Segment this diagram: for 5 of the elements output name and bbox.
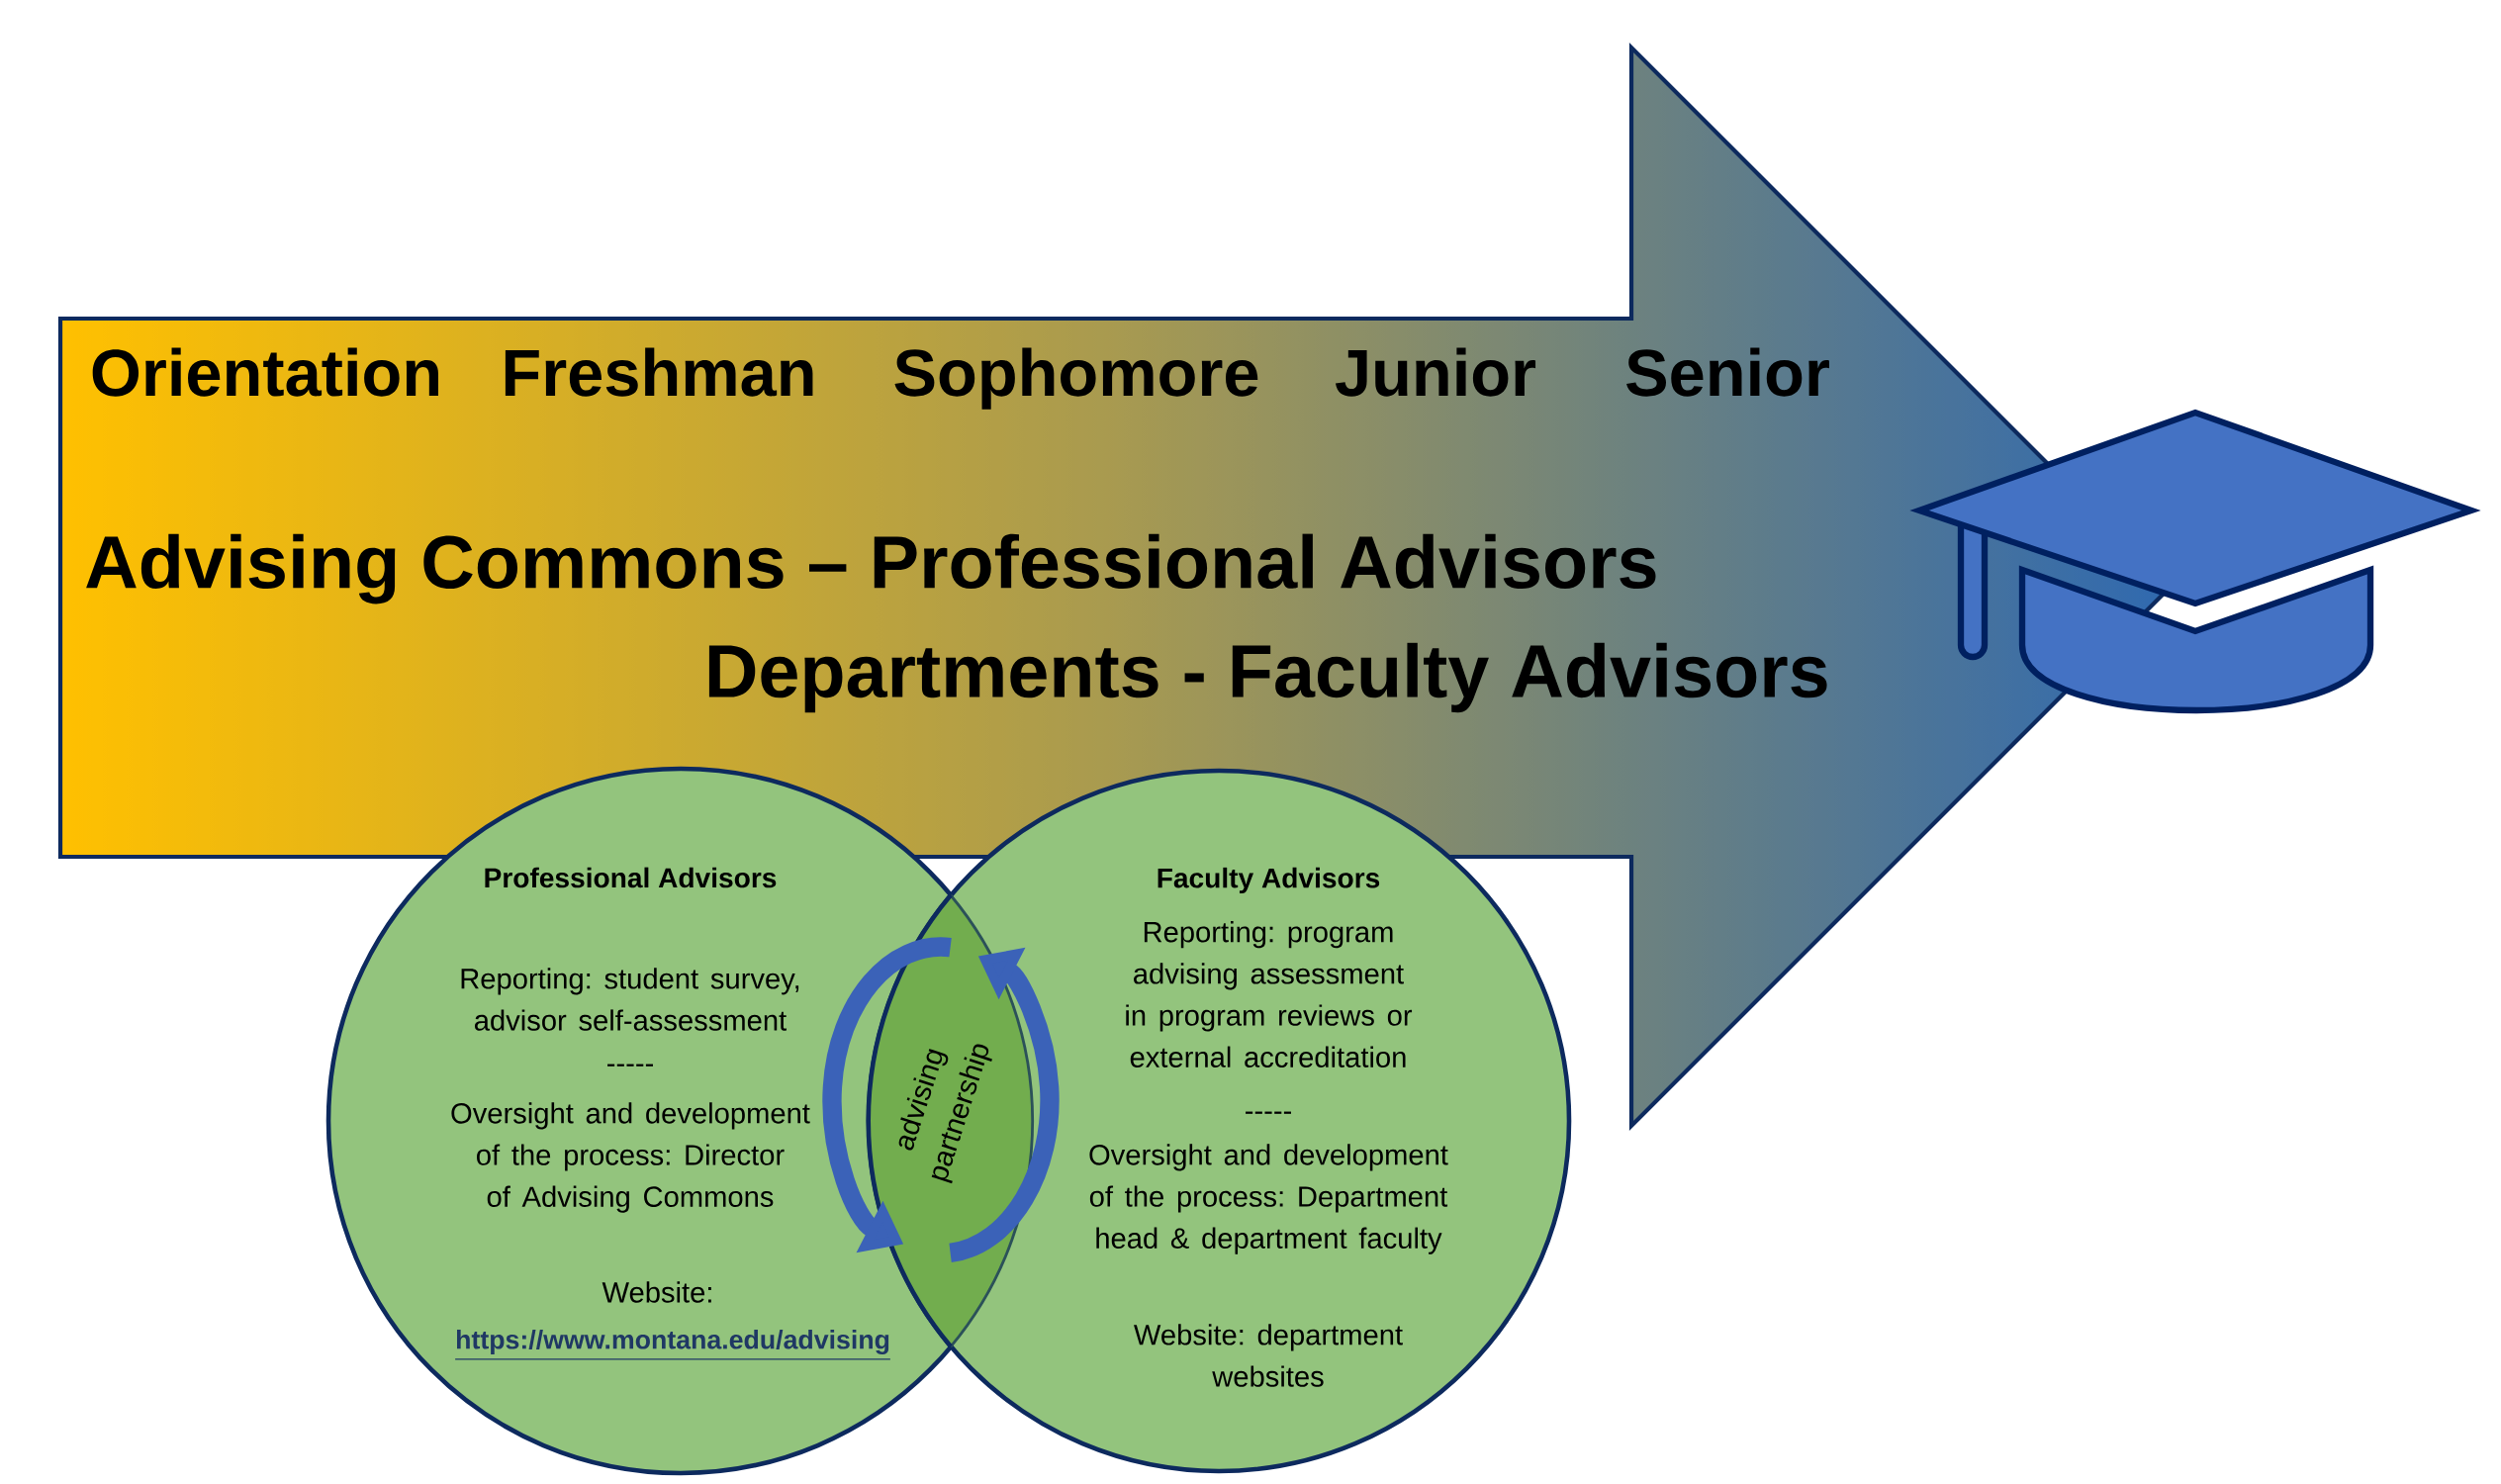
website-link: https://www.montana.edu/advising: [454, 1330, 891, 1360]
oversight-text: Oversight and development of the process: Director of Advising Commons: [451, 1102, 810, 1213]
website-text: Website: department websites: [1134, 1324, 1403, 1387]
oversight-text: Oversight and development of the process: Department head & department faculty: [1089, 1144, 1448, 1254]
website-text: Website:: [602, 1281, 711, 1303]
